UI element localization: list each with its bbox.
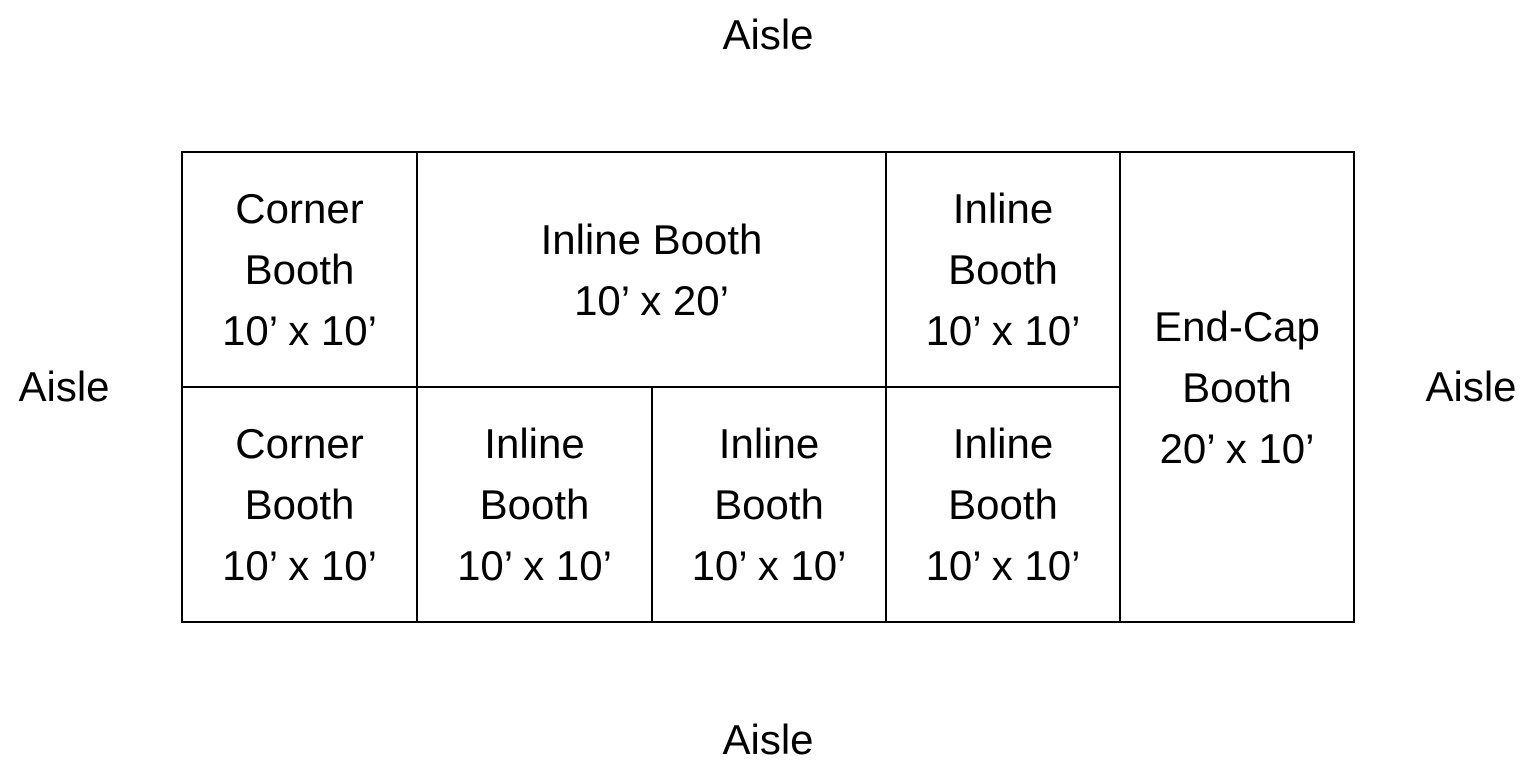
booth-label-line: Booth [948, 481, 1058, 528]
booth-inline-10x20: Inline Booth 10’ x 20’ [416, 151, 887, 388]
booth-label-line: 10’ x 10’ [691, 542, 847, 589]
booth-label-line: Corner [235, 420, 364, 467]
booth-label-line: Booth [948, 246, 1058, 293]
booth-label-line: Booth [244, 246, 355, 293]
booth-label-line: Inline Booth [540, 215, 763, 263]
aisle-label-top: Aisle [722, 11, 814, 58]
booth-label-line: Booth [1182, 363, 1292, 411]
booth-label-line: Booth [479, 481, 590, 528]
booth-label-line: Corner [235, 185, 364, 232]
booth-label-line: Inline [952, 420, 1054, 467]
booth-label-line: 20’ x 10’ [1159, 424, 1315, 472]
aisle-label-left: Aisle [18, 363, 110, 410]
booth-label-line: End-Cap [1154, 302, 1320, 350]
aisle-label-bottom: Aisle [722, 716, 814, 763]
booth-label-line: 10’ x 20’ [574, 276, 729, 324]
booth-label-line: Inline [952, 185, 1054, 232]
booth-label-line: 10’ x 10’ [222, 307, 377, 354]
booth-label-line: Booth [714, 481, 824, 528]
aisle-label-right: Aisle [1425, 363, 1517, 410]
booth-label-line: Booth [244, 481, 355, 528]
booth-label-line: 10’ x 10’ [222, 542, 377, 589]
booth-label-line: 10’ x 10’ [457, 542, 612, 589]
booth-label-line: 10’ x 10’ [925, 307, 1081, 354]
booth-label-line: Inline [718, 420, 820, 467]
booth-label-line: 10’ x 10’ [925, 542, 1081, 589]
booth-label-line: Inline [484, 420, 585, 467]
